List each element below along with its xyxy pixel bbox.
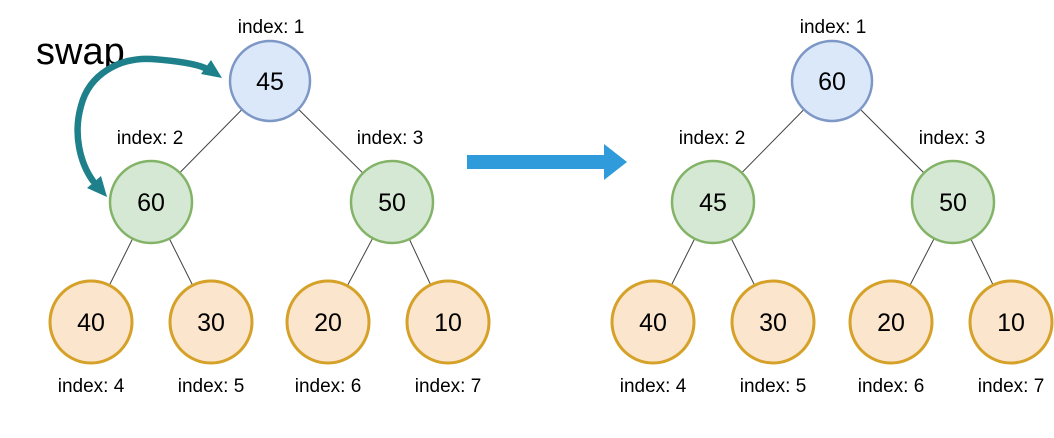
before-node-2-index-label: index: 2	[117, 128, 184, 149]
before-node-2-circle	[108, 159, 194, 245]
before-node-4-index-label: index: 4	[58, 376, 125, 397]
before-tree: 45 60 50 40 30 20 10 index: 1 index: 2 i…	[48, 17, 491, 397]
before-node-6-circle	[285, 279, 371, 365]
before-node-6-index-label: index: 6	[295, 376, 362, 397]
before-node-6-value: 20	[314, 309, 342, 337]
after-node-7-circle	[968, 279, 1054, 365]
after-node-2-index-label: index: 2	[679, 128, 746, 149]
before-node-5-value: 30	[197, 309, 225, 337]
after-node-5-circle	[730, 279, 816, 365]
after-node-5-index-label: index: 5	[740, 376, 807, 397]
before-node-4-circle	[48, 279, 134, 365]
before-node-3-value: 50	[378, 189, 406, 217]
after-node-2-circle	[670, 159, 756, 245]
after-node-4-index-label: index: 4	[620, 376, 687, 397]
before-node-1-circle	[228, 39, 312, 123]
after-node-1-index-label: index: 1	[800, 17, 867, 38]
transition-arrow	[467, 144, 627, 180]
after-node-6-index-label: index: 6	[858, 376, 925, 397]
before-node-4-value: 40	[77, 309, 105, 337]
before-node-5-circle	[168, 279, 254, 365]
swap-arrow-head-right	[201, 60, 222, 78]
after-node-3-circle	[910, 159, 996, 245]
before-node-2-value: 60	[137, 189, 165, 217]
before-node-1-index-label: index: 1	[238, 17, 305, 38]
before-node-7-circle	[405, 279, 491, 365]
after-node-6-circle	[848, 279, 934, 365]
swap-arrow	[74, 55, 222, 197]
after-node-1-value: 60	[818, 68, 846, 96]
after-tree: 60 45 50 40 30 20 10 index: 1 index: 2 i…	[610, 17, 1054, 397]
before-node-3-index-label: index: 3	[357, 128, 424, 149]
after-node-4-value: 40	[639, 309, 667, 337]
after-node-3-index-label: index: 3	[919, 128, 986, 149]
after-node-5-value: 30	[759, 309, 787, 337]
before-node-7-index-label: index: 7	[415, 376, 482, 397]
after-node-7-index-label: index: 7	[978, 376, 1045, 397]
swap-arrow-head-down	[87, 176, 107, 197]
swap-arrow-curve	[74, 55, 209, 185]
after-node-2-value: 45	[699, 189, 727, 217]
before-node-7-value: 10	[434, 309, 462, 337]
after-node-3-value: 50	[939, 189, 967, 217]
before-node-5-index-label: index: 5	[178, 376, 245, 397]
after-node-7-value: 10	[997, 309, 1025, 337]
before-node-1-value: 45	[256, 68, 284, 96]
after-node-4-circle	[610, 279, 696, 365]
after-node-1-circle	[790, 39, 874, 123]
before-node-3-circle	[349, 159, 435, 245]
after-node-6-value: 20	[877, 309, 905, 337]
